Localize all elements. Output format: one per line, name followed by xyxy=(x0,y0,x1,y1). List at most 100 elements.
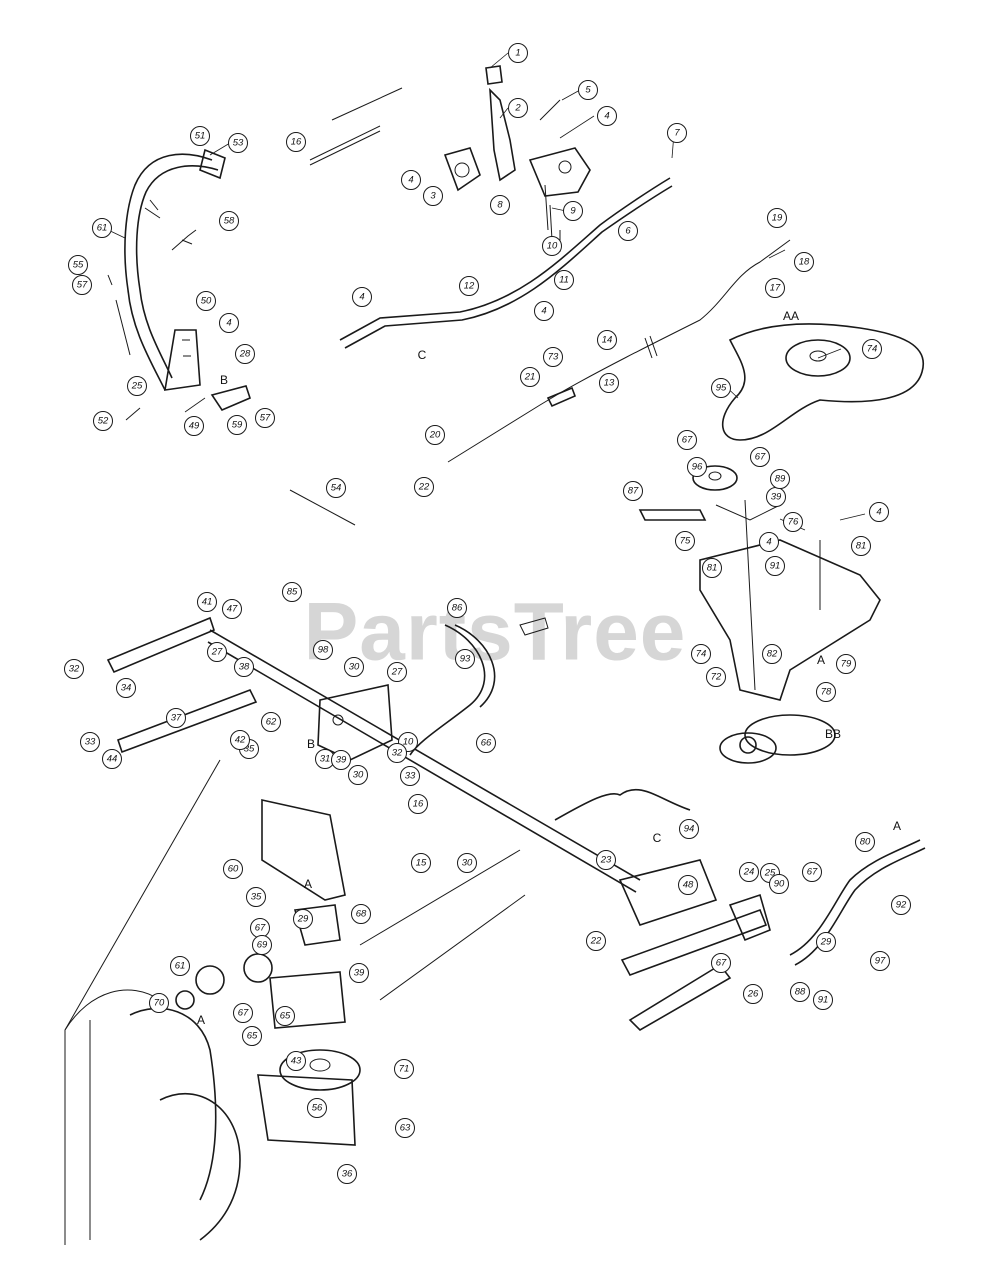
callout-circle xyxy=(770,469,790,489)
callout-circle xyxy=(394,1059,414,1079)
callout-number: 6 xyxy=(625,226,631,237)
callout-8: 8 xyxy=(490,195,510,215)
callout-67: 67 xyxy=(750,447,770,467)
callout-circle xyxy=(851,536,871,556)
callout-circle xyxy=(72,275,92,295)
callout-number: 68 xyxy=(356,909,367,920)
callout-circle xyxy=(234,657,254,677)
callout-53: 53 xyxy=(228,133,248,153)
callout-group: 1234444444567891010111213141516161718192… xyxy=(64,43,911,1184)
callout-circle xyxy=(261,712,281,732)
callout-43: 43 xyxy=(286,1051,306,1071)
callout-number: 22 xyxy=(590,936,602,947)
callout-number: 80 xyxy=(860,837,871,848)
callout-circle xyxy=(408,794,428,814)
callout-number: 18 xyxy=(799,257,810,268)
callout-circle xyxy=(706,667,726,687)
callout-25: 25 xyxy=(127,376,147,396)
callout-circle xyxy=(597,330,617,350)
callout-circle xyxy=(425,425,445,445)
callout-78: 78 xyxy=(816,682,836,702)
callout-circle xyxy=(447,598,467,618)
callout-7: 7 xyxy=(667,123,687,143)
callout-circle xyxy=(687,457,707,477)
callout-12: 12 xyxy=(459,276,479,296)
callout-79: 79 xyxy=(836,654,856,674)
callout-number: 65 xyxy=(247,1031,258,1042)
callout-circle xyxy=(739,862,759,882)
callout-67: 67 xyxy=(711,953,731,973)
callout-circle xyxy=(490,195,510,215)
callout-circle xyxy=(282,582,302,602)
callout-61: 61 xyxy=(92,218,112,238)
callout-number: 30 xyxy=(462,858,473,869)
callout-circle xyxy=(286,132,306,152)
callout-number: 32 xyxy=(392,748,403,759)
callout-number: 1 xyxy=(515,48,520,59)
callout-circle xyxy=(711,378,731,398)
callout-circle xyxy=(395,1118,415,1138)
callout-number: 74 xyxy=(867,344,878,355)
callout-circle xyxy=(836,654,856,674)
handle-assembly xyxy=(107,148,251,421)
callout-80: 80 xyxy=(855,832,875,852)
callout-21: 21 xyxy=(520,367,540,387)
callout-circle xyxy=(242,1026,262,1046)
callout-10: 10 xyxy=(542,236,562,256)
callout-number: 4 xyxy=(408,175,413,186)
callout-number: 15 xyxy=(416,858,427,869)
callout-circle xyxy=(597,106,617,126)
callout-circle xyxy=(455,649,475,669)
callout-number: 51 xyxy=(195,131,206,142)
callout-circle xyxy=(667,123,687,143)
callout-circle xyxy=(184,416,204,436)
callout-number: 2 xyxy=(514,103,521,114)
callout-circle xyxy=(790,982,810,1002)
callout-circle xyxy=(235,344,255,364)
callout-number: 5 xyxy=(585,85,591,96)
callout-number: 79 xyxy=(841,659,852,670)
callout-number: 27 xyxy=(391,667,403,678)
callout-54: 54 xyxy=(326,478,346,498)
callout-number: 92 xyxy=(896,900,907,911)
callout-circle xyxy=(813,990,833,1010)
callout-82: 82 xyxy=(762,644,782,664)
callout-circle xyxy=(855,832,875,852)
callout-circle xyxy=(149,993,169,1013)
callout-49: 49 xyxy=(184,416,204,436)
callout-number: 62 xyxy=(266,717,277,728)
callout-number: 34 xyxy=(121,683,132,694)
callout-circle xyxy=(586,931,606,951)
callout-65: 65 xyxy=(275,1006,295,1026)
callout-number: 24 xyxy=(743,867,755,878)
callout-29: 29 xyxy=(816,932,836,952)
callout-number: 66 xyxy=(481,738,492,749)
callout-circle xyxy=(127,376,147,396)
callout-89: 89 xyxy=(770,469,790,489)
callout-number: 93 xyxy=(460,654,471,665)
callout-4: 4 xyxy=(869,502,889,522)
callout-48: 48 xyxy=(678,875,698,895)
callout-27: 27 xyxy=(387,662,407,682)
callout-circle xyxy=(307,1098,327,1118)
callout-32: 32 xyxy=(387,743,407,763)
callout-number: 27 xyxy=(211,647,223,658)
callout-circle xyxy=(219,313,239,333)
callout-number: 33 xyxy=(405,771,416,782)
callout-5: 5 xyxy=(578,80,598,100)
callout-number: 91 xyxy=(770,561,781,572)
callout-32: 32 xyxy=(64,659,84,679)
callout-2: 2 xyxy=(508,98,528,118)
callout-circle xyxy=(765,556,785,576)
callout-number: 57 xyxy=(77,280,88,291)
callout-4: 4 xyxy=(597,106,617,126)
gearbox-assembly xyxy=(175,799,361,1146)
callout-circle xyxy=(286,1051,306,1071)
callout-number: 4 xyxy=(604,111,609,122)
callout-60: 60 xyxy=(223,859,243,879)
callout-number: 73 xyxy=(548,352,559,363)
callout-number: 85 xyxy=(287,587,298,598)
callout-number: 67 xyxy=(682,435,693,446)
callout-number: 97 xyxy=(875,956,886,967)
callout-24: 24 xyxy=(739,862,759,882)
